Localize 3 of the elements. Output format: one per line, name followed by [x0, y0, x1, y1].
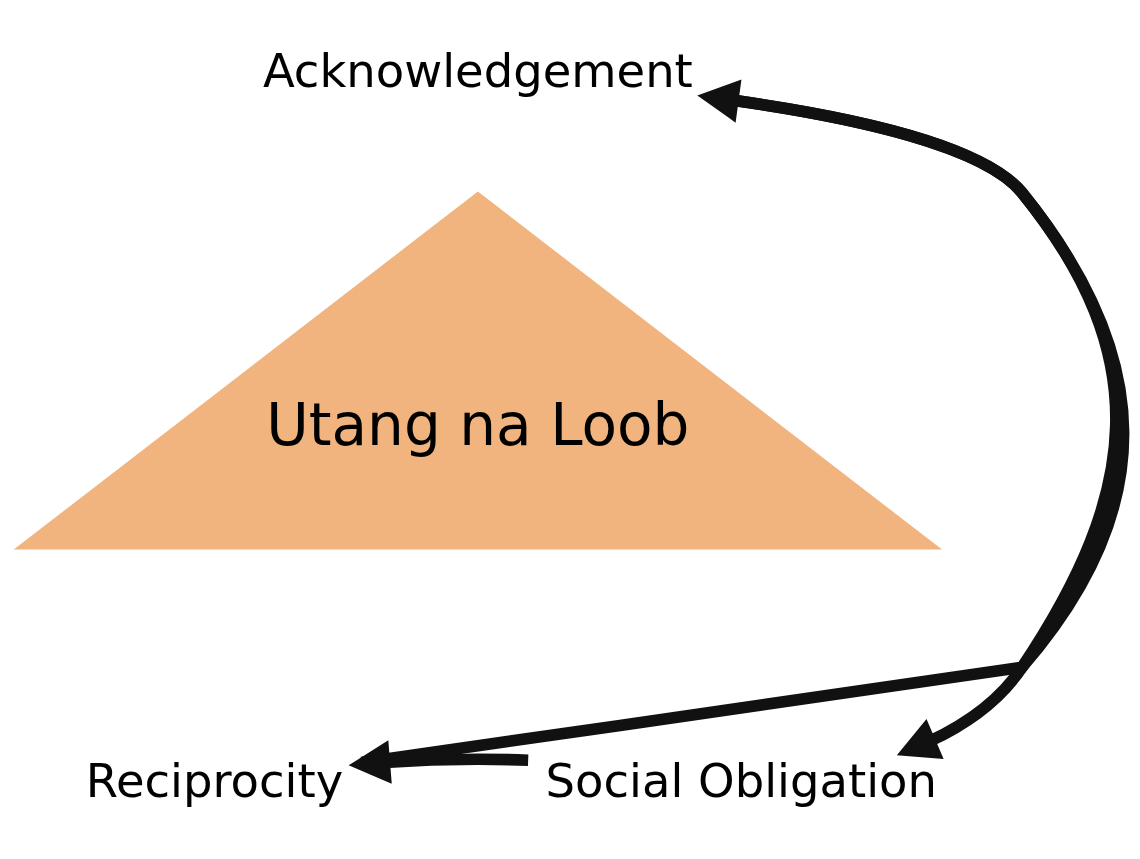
- node-text: Social Obligation: [545, 753, 937, 808]
- node-text: Reciprocity: [85, 753, 344, 808]
- node-text: Acknowledgement: [262, 43, 693, 98]
